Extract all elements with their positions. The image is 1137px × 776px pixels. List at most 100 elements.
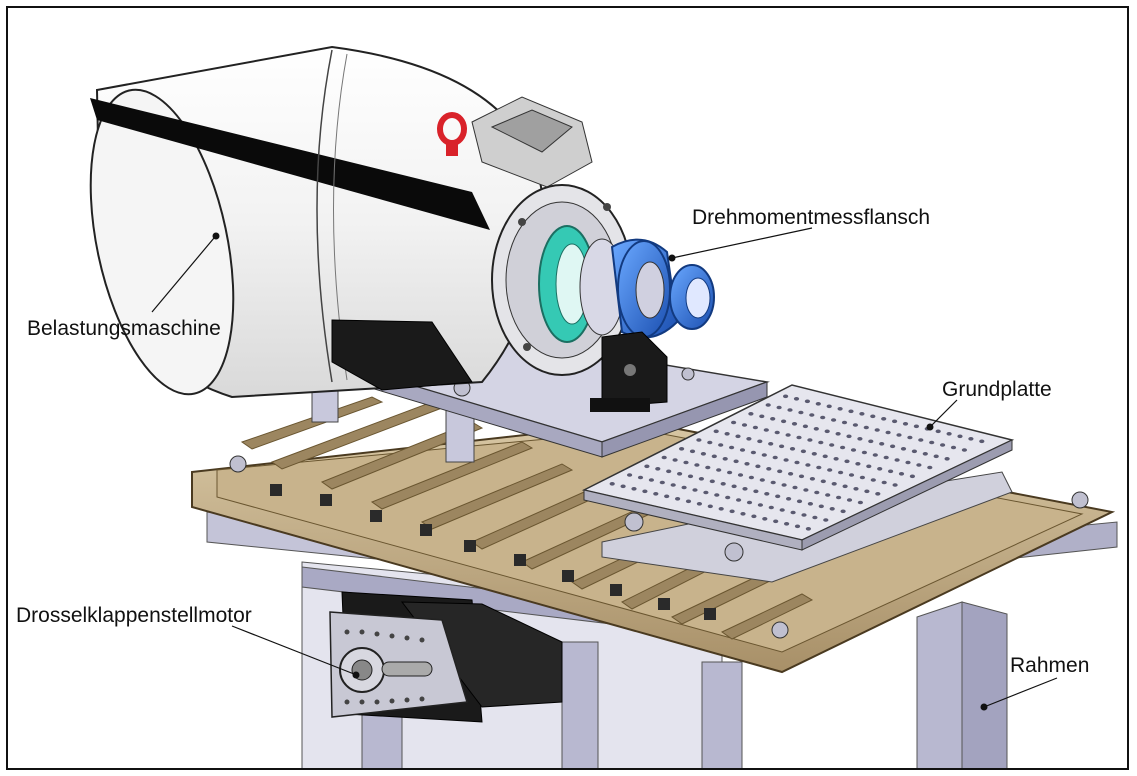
plate-hole (692, 488, 698, 492)
plate-hole (757, 503, 764, 507)
plate-hole (770, 417, 776, 421)
plate-hole (881, 417, 887, 421)
plate-hole (659, 480, 665, 485)
plate-hole (785, 433, 791, 437)
plate-hole (763, 428, 769, 432)
plate-hole (672, 458, 678, 462)
plate-hole (913, 424, 920, 429)
plate-hole (677, 472, 683, 476)
plate-hole (896, 433, 902, 437)
plate-hole (794, 460, 800, 465)
figure-frame: Belastungsmaschine Drehmomentmessflansch… (6, 6, 1129, 770)
coupling-assembly (538, 225, 715, 412)
plate-hole (609, 482, 615, 486)
plate-hole (823, 518, 829, 522)
plate-hole (840, 509, 846, 514)
plate-hole (661, 455, 667, 460)
plate-hole (727, 470, 733, 475)
plate-hole (857, 437, 863, 441)
plate-hole (744, 462, 750, 466)
plate-hole (718, 507, 724, 511)
plate-hole (818, 504, 824, 509)
plate-hole (805, 527, 812, 531)
plate-hole (709, 479, 715, 484)
plate-hole (698, 477, 705, 481)
plate-hole (687, 474, 694, 479)
plate-hole (807, 438, 813, 442)
plate-hole (835, 432, 841, 436)
plate-hole (772, 455, 778, 460)
plate-hole (802, 424, 809, 429)
plate-hole (822, 454, 828, 459)
plate-hole (916, 463, 922, 467)
plate-hole (724, 432, 730, 436)
plate-hole (796, 499, 803, 504)
plate-hole (770, 480, 776, 485)
plate-hole (866, 464, 872, 469)
plate-hole (794, 524, 801, 529)
plate-hole (768, 505, 774, 510)
plate-hole (846, 434, 852, 439)
plate-hole (829, 507, 835, 511)
plate-hole (725, 495, 731, 500)
plate-hole (844, 459, 850, 464)
plate-hole (694, 463, 700, 467)
plate-hole (752, 425, 759, 430)
plate-hole (840, 445, 846, 450)
plate-hole (777, 469, 783, 474)
plate-hole (729, 509, 735, 514)
plate-hole (746, 437, 752, 441)
plate-hole (796, 435, 802, 440)
plate-hole (853, 487, 859, 491)
plate-hole (720, 482, 726, 486)
plate-hole (872, 453, 878, 457)
plate-hole (779, 444, 785, 449)
plate-hole (792, 485, 798, 490)
plate-hole (707, 440, 713, 445)
plate-hole (750, 450, 757, 455)
plate-hole (829, 443, 835, 447)
belastungsmaschine-motor (89, 45, 633, 399)
label-drehmomentmessflansch-text: Drehmomentmessflansch (692, 206, 930, 229)
plate-hole (900, 447, 907, 451)
plate-hole (655, 467, 661, 471)
plate-hole (927, 465, 933, 470)
plate-hole (909, 474, 916, 479)
plate-hole (731, 420, 737, 425)
plate-hole (868, 439, 874, 444)
label-drosselklappenstellmotor: Drosselklappenstellmotor (16, 604, 360, 679)
plate-hole (820, 415, 826, 420)
plate-hole (852, 423, 859, 427)
plate-hole (807, 502, 814, 506)
plate-hole (892, 483, 898, 487)
plate-hole (731, 484, 737, 489)
plate-hole (748, 475, 755, 480)
plate-hole (861, 450, 868, 455)
plate-hole (846, 498, 853, 502)
plate-hole (798, 474, 805, 479)
plate-hole (703, 490, 709, 495)
plate-hole (781, 419, 787, 424)
plate-hole (961, 448, 968, 452)
plate-hole (841, 420, 848, 425)
plate-hole (922, 452, 928, 456)
label-grundplatte: Grundplatte (926, 378, 1052, 431)
plate-hole (848, 409, 854, 414)
plate-hole (935, 429, 941, 434)
plate-hole (790, 510, 796, 515)
plate-hole (787, 408, 793, 412)
label-drehmomentmessflansch: Drehmomentmessflansch (668, 206, 930, 262)
plate-hole (907, 435, 913, 440)
plate-hole (761, 453, 767, 457)
plate-hole (679, 447, 685, 451)
plate-hole (776, 405, 782, 410)
plate-hole (825, 493, 831, 497)
plate-hole (803, 488, 809, 492)
plate-hole (870, 478, 876, 482)
plate-hole (707, 504, 713, 509)
plate-hole (874, 428, 880, 432)
plate-hole (644, 464, 650, 469)
plate-hole (836, 495, 842, 500)
plate-hole (774, 430, 780, 435)
plate-hole (905, 460, 911, 465)
